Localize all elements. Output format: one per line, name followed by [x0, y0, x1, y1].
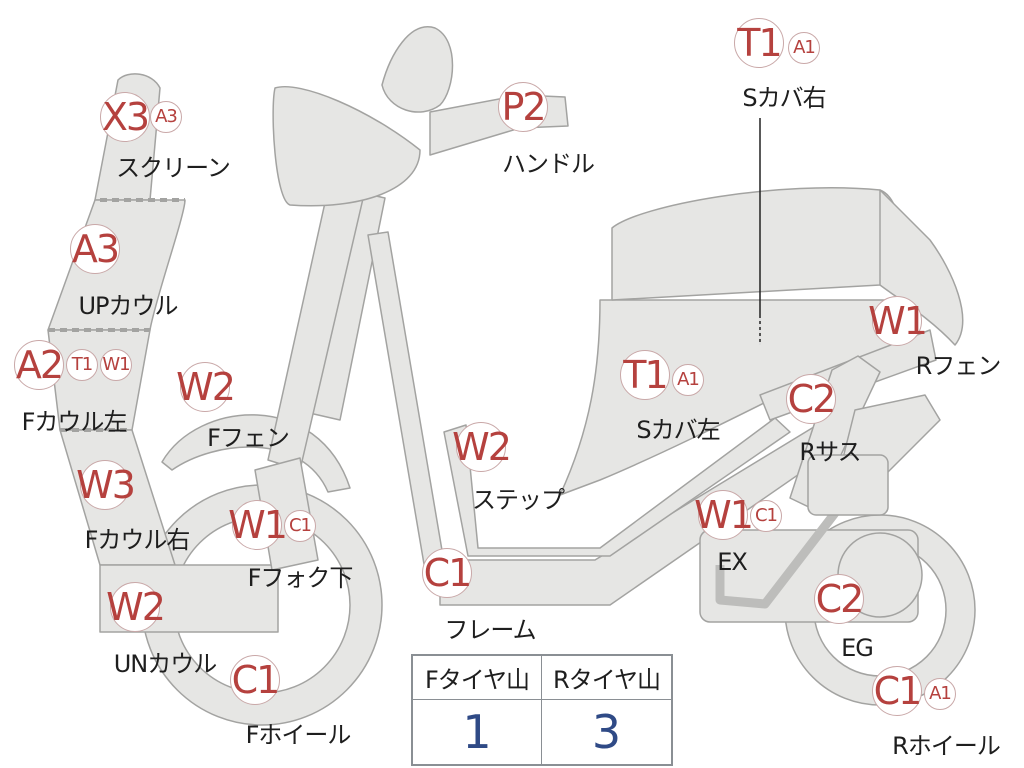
rear-tire-header: Rタイヤ山	[542, 656, 671, 700]
front-fender	[161, 414, 351, 493]
tire-tread-table: Fタイヤ山 Rタイヤ山 1 3	[411, 654, 673, 766]
front-cowl-right	[59, 429, 176, 566]
front-cowl-left	[47, 329, 151, 431]
exhaust-pipe	[715, 497, 849, 609]
front-tire-header: Fタイヤ山	[413, 656, 542, 700]
screen	[94, 73, 161, 201]
exhaust-box	[807, 454, 889, 516]
upper-cowl	[47, 199, 186, 331]
front-tire-value: 1	[413, 700, 542, 764]
handle-lamp	[272, 86, 421, 207]
handlebar	[429, 94, 569, 156]
under-cowl	[99, 564, 279, 633]
seat	[611, 187, 900, 301]
engine-cover	[837, 532, 923, 618]
rear-frame-tube	[367, 231, 446, 571]
rear-tire-value: 3	[591, 705, 622, 759]
mirror	[381, 26, 454, 113]
